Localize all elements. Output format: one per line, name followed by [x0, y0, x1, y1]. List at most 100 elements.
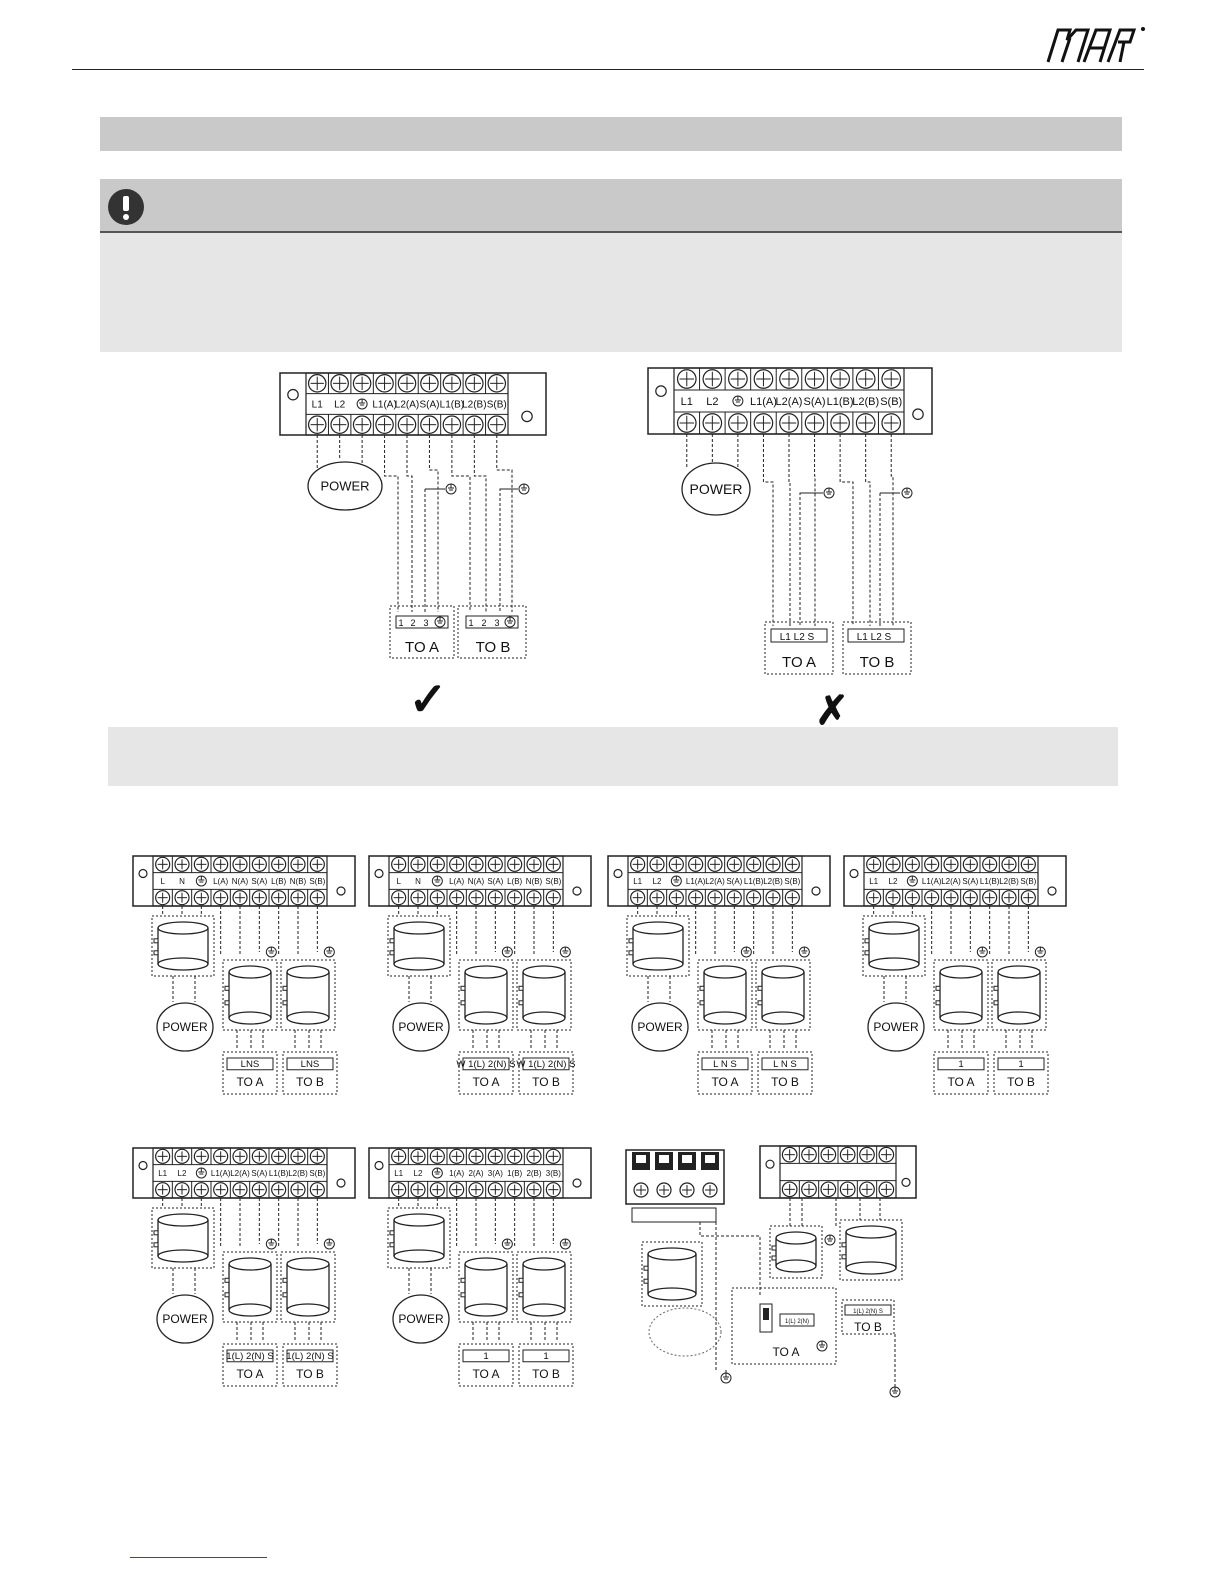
terminal-strip [627, 855, 803, 907]
connector-strip [226, 1349, 274, 1363]
terminal-label: L1(A) [211, 1169, 231, 1178]
cyl-tab [389, 950, 395, 956]
connector-pins: W 1(L) 2(N) S [516, 1059, 575, 1070]
terminal-label: S(B) [784, 877, 800, 886]
wire [890, 434, 894, 626]
cyl-tab [757, 1000, 763, 1006]
cyl-bottom [228, 1303, 272, 1317]
checkmark-icon: ✓ [409, 673, 448, 725]
terminal-label: L2(A) [776, 396, 803, 408]
pin: 1 [398, 618, 403, 628]
terminal-label: L1 [869, 877, 878, 886]
cyl-bottom [703, 1011, 747, 1025]
cyl-tab [389, 1242, 395, 1248]
filter-box [626, 915, 690, 977]
connector-pins: 1 [543, 1351, 548, 1362]
connector-box [841, 1299, 895, 1335]
terminal-label: L2(B) [999, 877, 1019, 886]
cyl-tab [460, 985, 466, 991]
filter-ring [933, 959, 989, 1031]
wire [384, 435, 399, 612]
power-source [307, 461, 383, 511]
to-a-label: TO A [405, 639, 439, 656]
mounting-hole [336, 886, 346, 896]
connector-strip [701, 1057, 749, 1071]
power-source [631, 1002, 689, 1052]
terminal-strip [863, 855, 1039, 907]
to-label: TO B [296, 1367, 324, 1381]
cyl-bottom [228, 1011, 272, 1025]
cyl-tab [224, 1292, 230, 1298]
filter-ring [458, 1251, 514, 1323]
filter-box [991, 959, 1047, 1031]
terminal-label: L(A) [449, 877, 464, 886]
connector-strip [462, 1349, 510, 1363]
cyl-tab [935, 1000, 941, 1006]
cyl-tab [518, 985, 524, 991]
terminal-label: L(B) [507, 877, 522, 886]
terminal-label: 2(B) [526, 1169, 541, 1178]
to-b-label: TO B [476, 639, 511, 656]
terminal-label: S(B) [309, 877, 325, 886]
terminal-label: L [160, 877, 165, 886]
wire [762, 434, 774, 626]
power-label: POWER [398, 1312, 444, 1326]
cyl-tab [699, 985, 705, 991]
filter-box [933, 959, 989, 1031]
cyl-tab [628, 950, 634, 956]
to-label: TO A [472, 1367, 499, 1381]
connector: 1TO B [993, 1051, 1049, 1095]
cyl-top [464, 1257, 508, 1271]
terminal-strip [388, 1147, 564, 1199]
terminal-label: L1 [394, 1169, 403, 1178]
cyl-top [522, 965, 566, 979]
filter-box [280, 1251, 336, 1323]
filter-ring [769, 1225, 823, 1279]
connector-box [842, 621, 912, 675]
section-title-bar [100, 117, 1122, 151]
terminal-label: L1 [633, 877, 642, 886]
to-a-label: TO A [772, 1345, 799, 1359]
cyl-bottom [868, 957, 920, 971]
filter-ring [862, 915, 926, 977]
terminal-block [759, 1145, 917, 1199]
filter-ring [222, 959, 278, 1031]
filter-ring [151, 915, 215, 977]
cyl-top [157, 1213, 209, 1227]
terminal-label: N [415, 877, 421, 886]
cyl-tab [153, 938, 159, 944]
filter-ring [641, 1241, 703, 1307]
pins: L1 L2 S [780, 632, 815, 643]
power-source [156, 1002, 214, 1052]
terminal-label: L1(B) [269, 1169, 289, 1178]
to-a-label: TO A [782, 654, 816, 671]
terminal-label: S(B) [487, 400, 507, 411]
cyl-top [286, 1257, 330, 1271]
terminal-label: L1(B) [440, 400, 464, 411]
mounting-hole [138, 868, 148, 879]
mounting-hole [374, 868, 384, 879]
connector-pins: 1 [483, 1351, 488, 1362]
breaker-link [631, 1207, 717, 1223]
filter-ring [387, 915, 451, 977]
cyl-tab [864, 938, 870, 944]
connector: L N STO A [697, 1051, 753, 1095]
terminal-label: 3(A) [488, 1169, 503, 1178]
cyl-top [157, 921, 209, 935]
terminal-label: L1 [681, 396, 693, 408]
wire [473, 435, 487, 612]
cyl-tab [224, 1000, 230, 1006]
cyl-bottom [647, 1287, 697, 1301]
cyl-tab [518, 1292, 524, 1298]
terminal-label: L1(A) [372, 400, 396, 411]
breaker-window [659, 1155, 669, 1163]
cyl-top [868, 921, 920, 935]
to-label: TO A [711, 1075, 738, 1089]
cyl-top [775, 1231, 817, 1245]
connector-strip [937, 1057, 985, 1071]
